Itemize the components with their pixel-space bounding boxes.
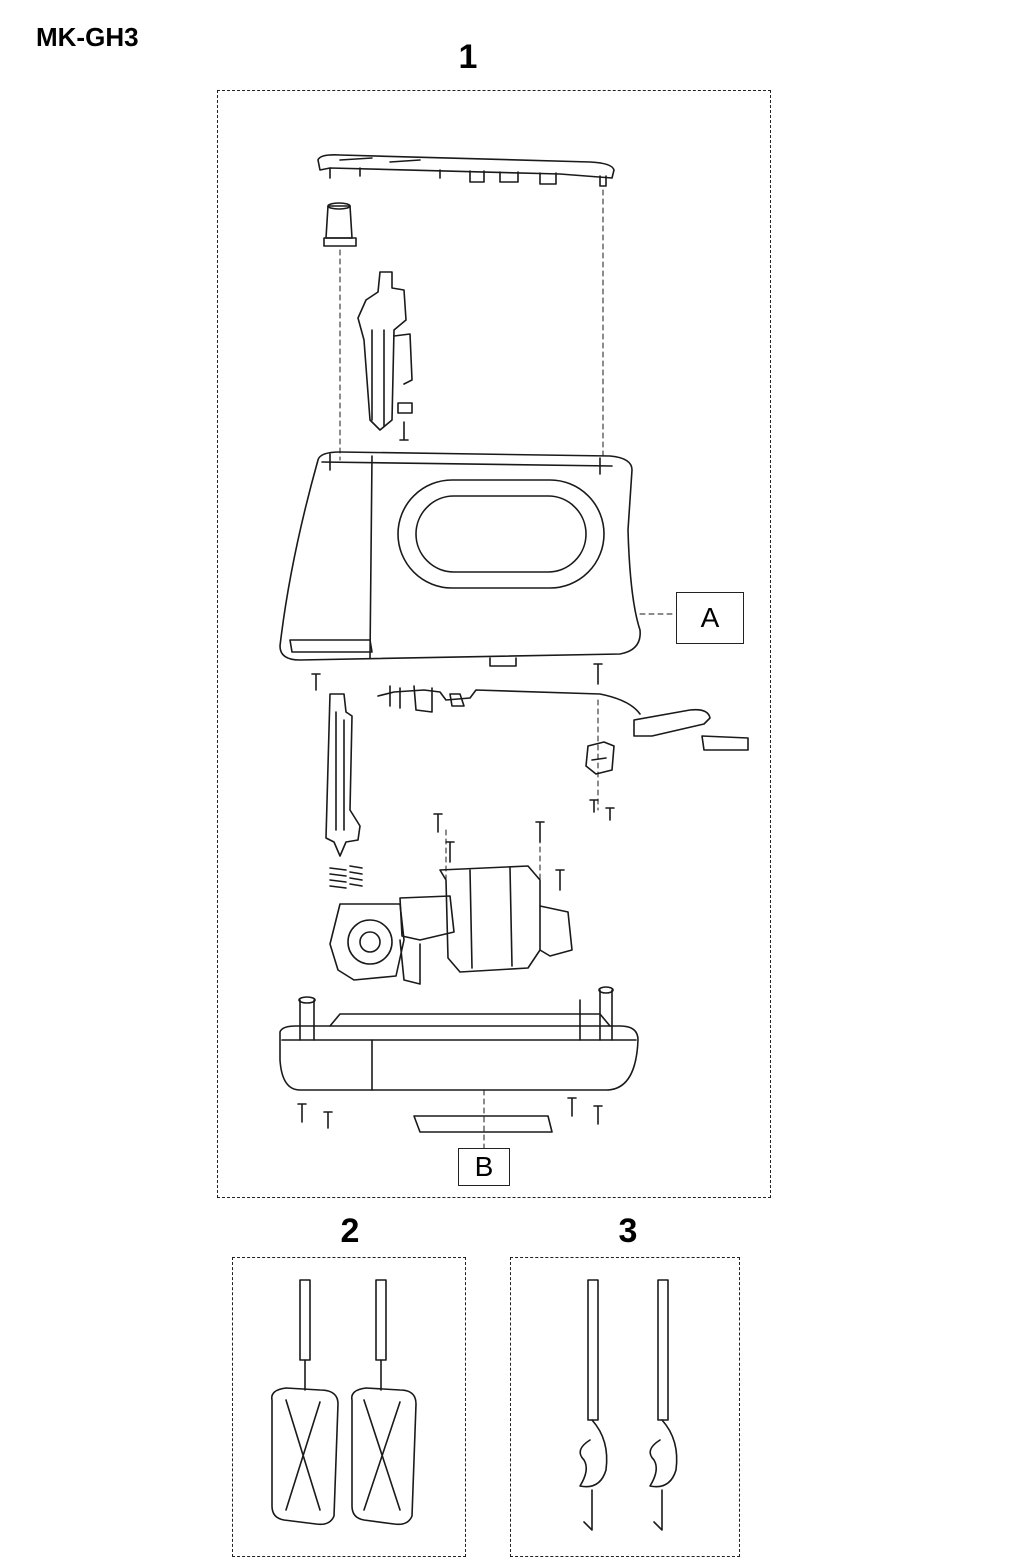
group-number-3: 3 <box>618 1212 638 1250</box>
switch-knob-part <box>323 202 357 247</box>
switch-mechanism-part <box>357 271 413 441</box>
group-1-dashed-frame <box>217 90 771 1198</box>
lower-housing-part <box>279 986 639 1091</box>
rating-label-part <box>413 1115 553 1133</box>
beater-part <box>270 1279 417 1526</box>
screw-part <box>311 663 603 691</box>
dough-hook-part <box>579 1279 678 1531</box>
group-2-dashed-frame <box>232 1257 466 1557</box>
screw-part <box>433 813 565 891</box>
model-title: MK-GH3 <box>36 22 139 52</box>
power-cord-part <box>377 685 749 751</box>
eject-lever-part <box>325 693 361 857</box>
top-cover-part <box>317 154 615 187</box>
motor-assembly-part <box>329 865 573 985</box>
group-3-dashed-frame <box>510 1257 740 1557</box>
group-number-1: 1 <box>458 38 478 76</box>
spring-part <box>329 865 363 889</box>
callout-a: A <box>676 592 744 644</box>
screw-part <box>297 1097 603 1129</box>
upper-housing-part <box>279 451 641 667</box>
callout-b: B <box>458 1148 510 1186</box>
cord-clamp-part <box>585 741 615 821</box>
group-number-2: 2 <box>340 1212 360 1250</box>
